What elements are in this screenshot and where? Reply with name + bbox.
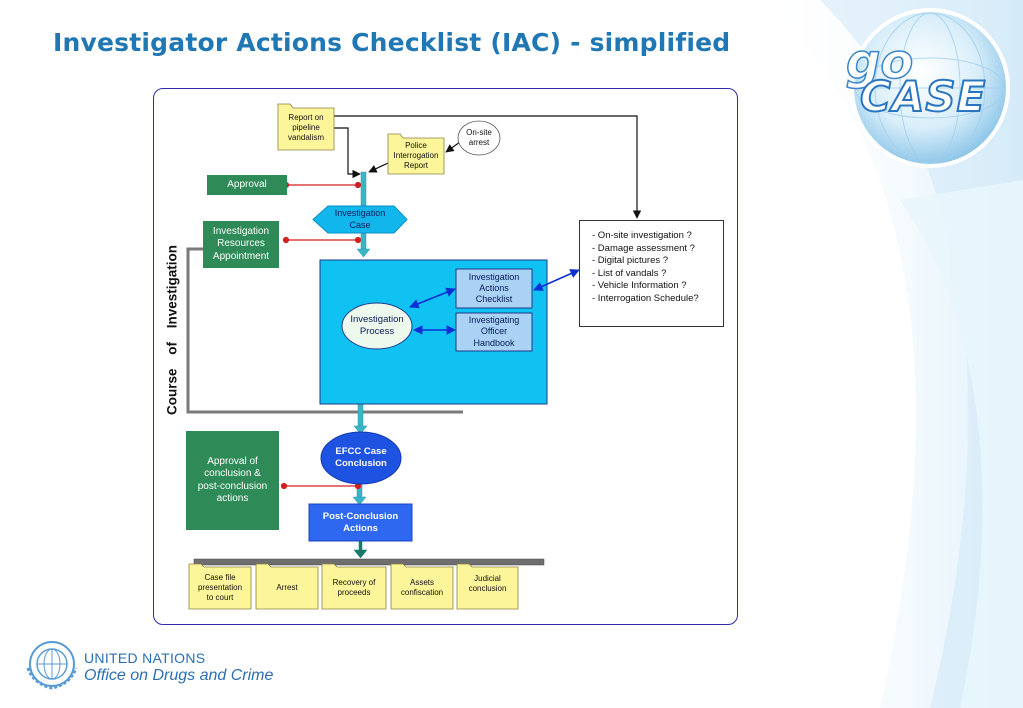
arrow-report-to-list: [333, 115, 642, 219]
checklist-item: - Vehicle Information ?: [592, 280, 687, 292]
outcome-assets: Assets confiscation: [400, 578, 444, 597]
checklist-item: - On-site investigation ?: [592, 230, 692, 241]
post-conclusion-shape: [308, 503, 413, 542]
handbook-shape: [455, 312, 533, 352]
investigation-case-shape: [312, 205, 408, 234]
input-folders: [277, 103, 445, 175]
efcc-label: EFCC Case Conclusion: [335, 446, 387, 469]
arrow-police-to-case: [368, 162, 389, 173]
checklist-shape: [455, 268, 533, 309]
resources-line-1: Investigation: [212, 225, 270, 237]
post-conclusion-label: Post-Conclusion Actions: [322, 510, 399, 534]
efcc-conclusion-shape: [320, 431, 402, 485]
police-label: Police Interrogation Report: [393, 141, 439, 170]
resources-line-2: Resources: [217, 238, 265, 250]
arrow-onsite-to-police: [445, 141, 461, 153]
outcome-case-file: Case file presentation to court: [197, 573, 243, 602]
checklist-item: - Digital pictures ?: [592, 255, 669, 267]
approval-conclusion-line-3: post-conclusion: [197, 480, 268, 492]
investigation-process-label: Investigation Process: [350, 314, 404, 337]
arrow-checklist-list: [533, 269, 580, 291]
approval-box: Approval: [207, 175, 287, 195]
checklist-item: - List of vandals ?: [592, 267, 667, 279]
report-label: Report on pipeline vandalism: [287, 113, 324, 142]
outcome-folders: [188, 563, 519, 610]
arrow-process-checklist: [409, 287, 456, 309]
checklist-label: Investigation Actions Checklist: [468, 271, 520, 305]
outcomes-bar: [193, 558, 545, 566]
approval-conclusion-line-4: actions: [216, 493, 249, 504]
approval-conclusion-line-1: Approval of: [207, 455, 258, 467]
handbook-label: Investigating Officer Handbook: [468, 315, 520, 348]
arrow-report-to-case: [333, 127, 361, 179]
logo-go: go: [845, 33, 914, 91]
un-emblem-icon: [26, 641, 78, 690]
checklist-item: - Damage assessment ?: [592, 242, 695, 254]
onsite-label: On-site arrest: [466, 128, 492, 147]
page-title: Investigator Actions Checklist (IAC) - s…: [53, 28, 731, 57]
outcome-judicial: Judicial conclusion: [468, 574, 507, 593]
resources-line-3: Appointment: [212, 250, 270, 262]
org-name-line-2: Office on Drugs and Crime: [84, 667, 274, 684]
outcome-arrest: Arrest: [276, 583, 298, 592]
investigation-process-shape: [341, 302, 413, 350]
onsite-arrest-shape: [457, 120, 501, 156]
logo-case: CASE: [859, 71, 987, 122]
investigation-case-label: Investigation Case: [334, 208, 386, 230]
approval-conclusion-box: Approval of conclusion & post-conclusion…: [186, 431, 279, 530]
main-flow: [352, 171, 371, 559]
red-connectors: [280, 181, 362, 490]
approval-conclusion-line-2: conclusion &: [204, 468, 261, 479]
outcome-recovery: Recovery of proceeds: [332, 578, 376, 597]
course-of-investigation-label: Course of Investigation: [164, 244, 180, 416]
resources-box: Investigation Resources Appointment: [203, 221, 279, 268]
checklist-items-box: - On-site investigation ? - Damage asses…: [579, 220, 724, 327]
checklist-item: - Interrogation Schedule?: [592, 292, 699, 304]
org-name-line-1: UNITED NATIONS: [84, 650, 206, 666]
